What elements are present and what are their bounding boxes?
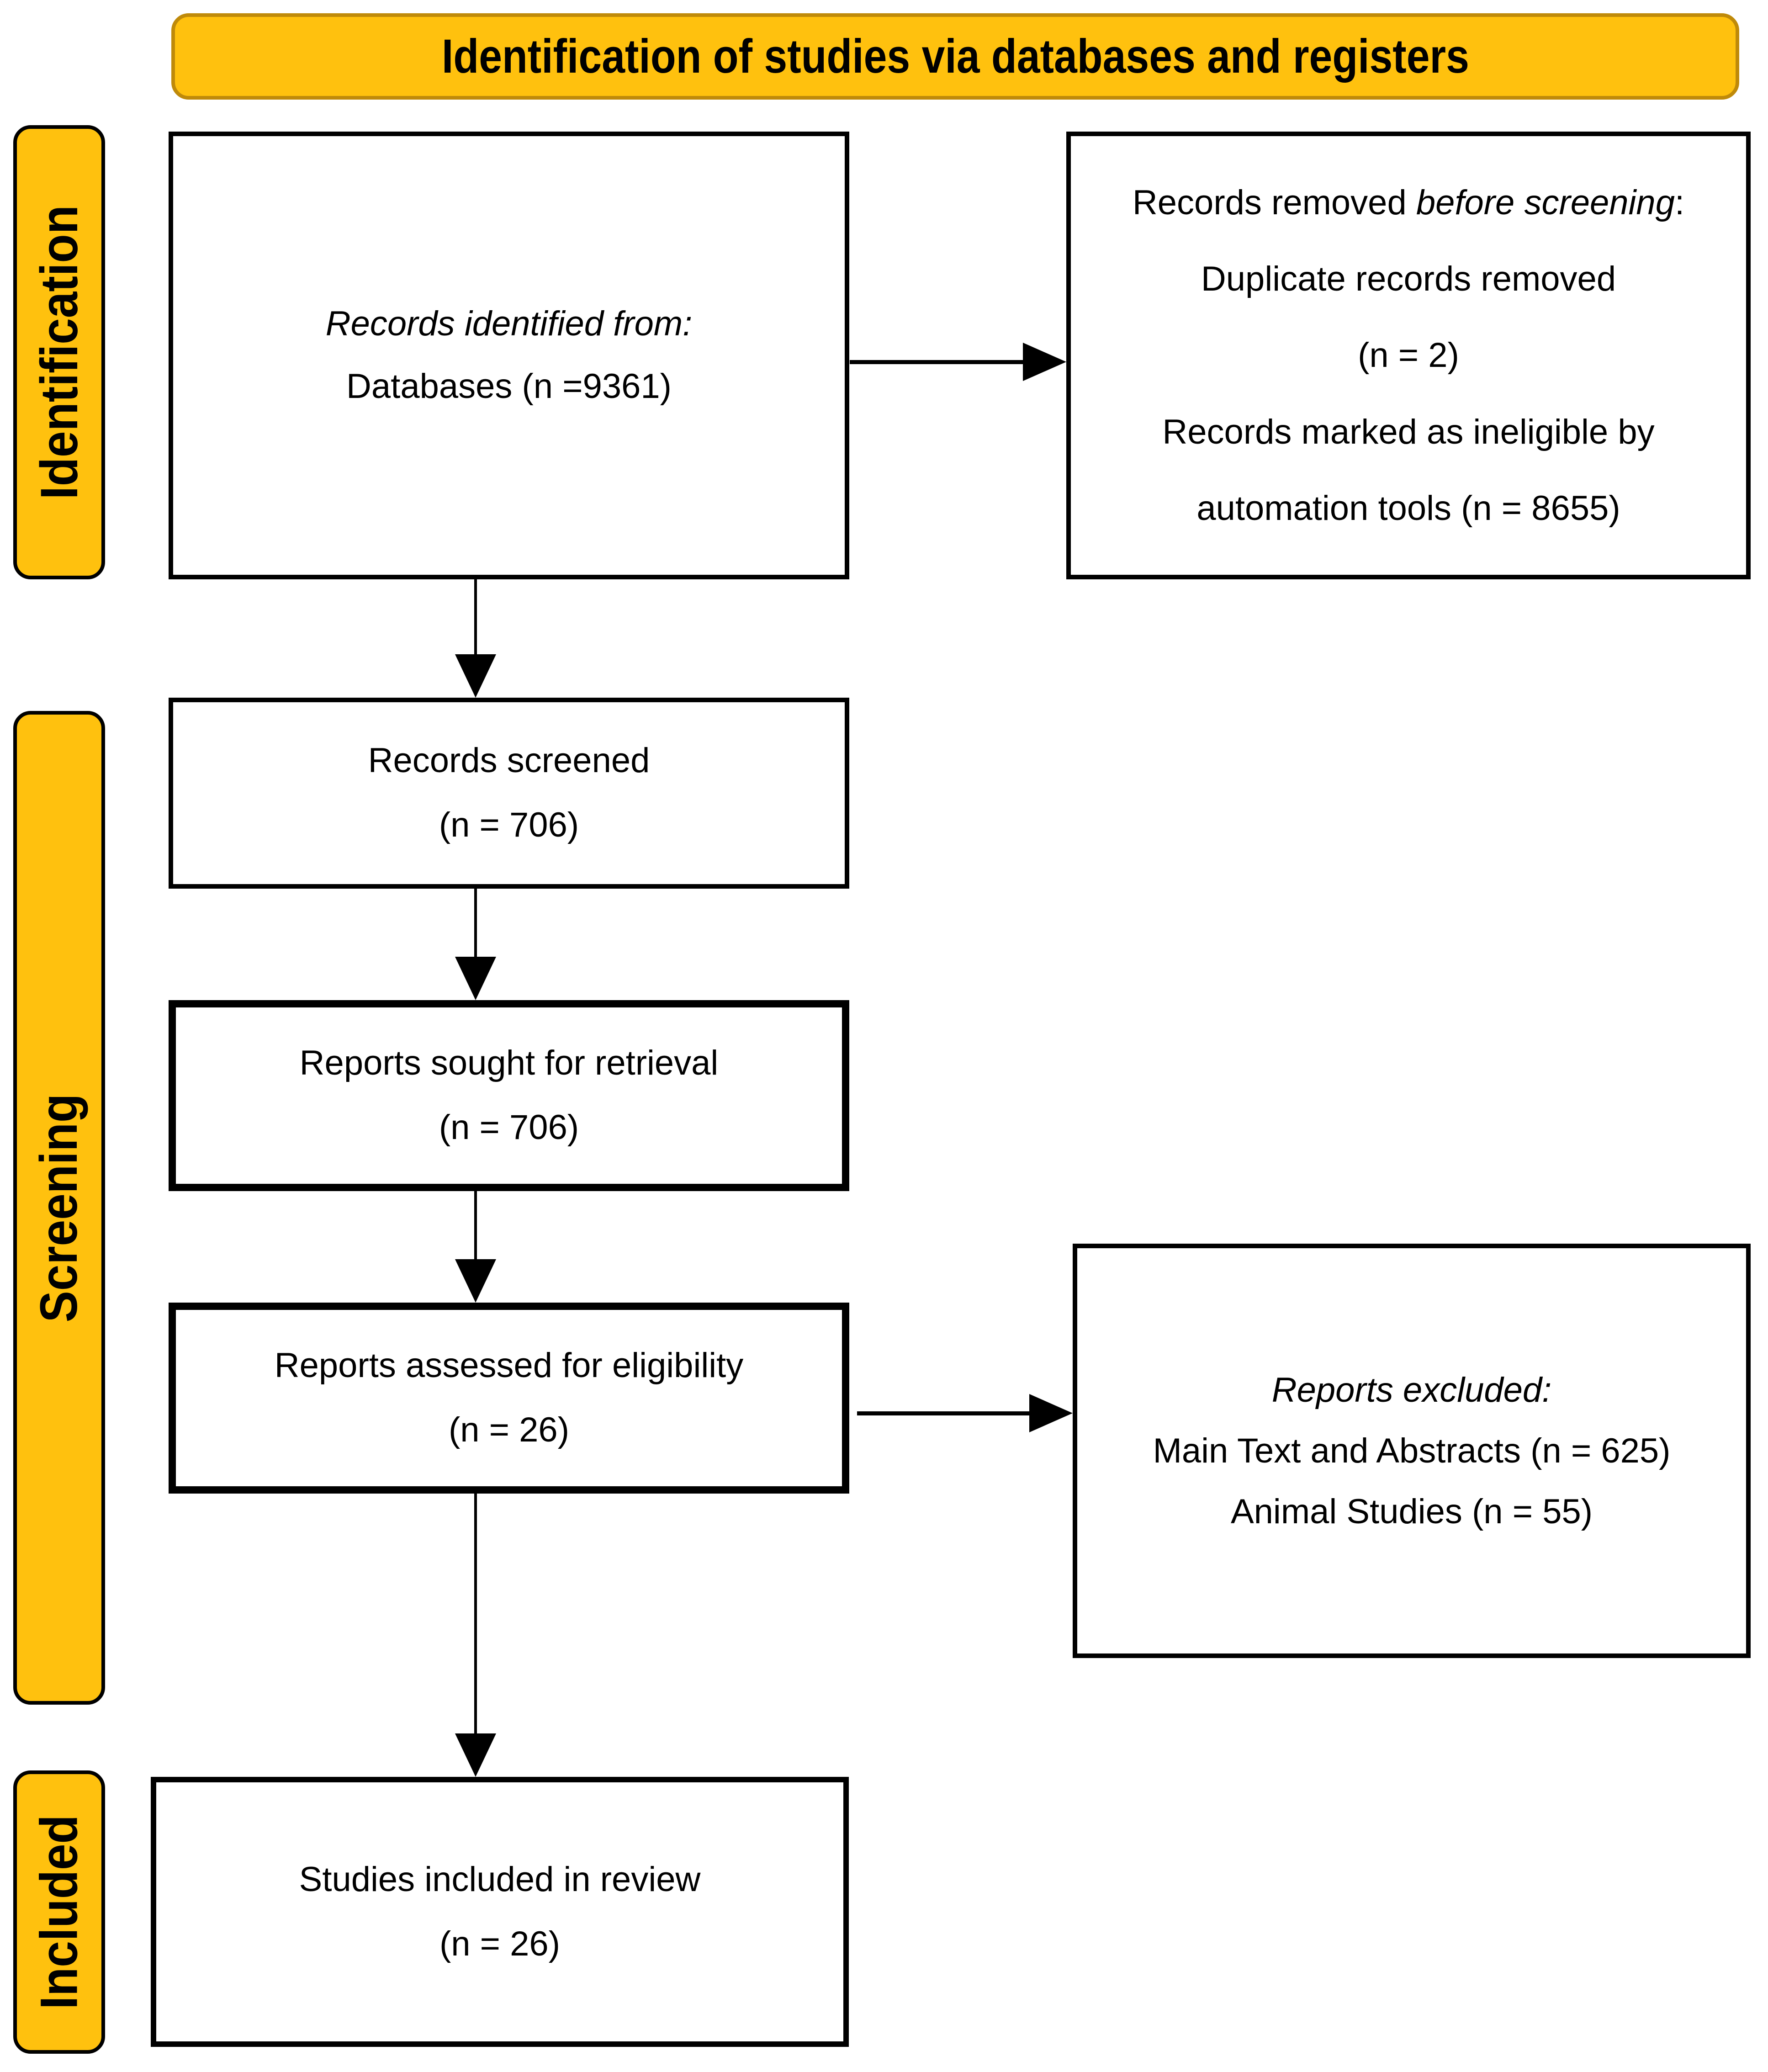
box-records-identified: Records identified from: Databases (n =9… — [169, 132, 849, 579]
studies-included-title: Studies included in review — [299, 1860, 701, 1899]
reports-assessed-title: Reports assessed for eligibility — [274, 1346, 744, 1385]
records-screened-count: (n = 706) — [439, 805, 579, 844]
records-ineligible-line2: automation tools (n = 8655) — [1196, 488, 1620, 528]
box-reports-excluded: Reports excluded: Main Text and Abstract… — [1073, 1244, 1751, 1658]
records-identified-count: Databases (n =9361) — [346, 367, 672, 406]
sidebar-identification: Identification — [13, 125, 105, 579]
arrow-shaft — [474, 1494, 477, 1737]
arrow-right-head — [1023, 343, 1066, 381]
arrow-right-head — [1029, 1394, 1073, 1432]
box-studies-included: Studies included in review (n = 26) — [151, 1777, 849, 2047]
box-records-screened: Records screened (n = 706) — [169, 698, 849, 889]
arrow-down-head — [455, 654, 496, 698]
arrow-assessed-to-included — [455, 1494, 496, 1777]
reports-sought-count: (n = 706) — [439, 1108, 579, 1147]
arrow-shaft — [474, 1191, 477, 1262]
records-identified-title: Records identified from: — [325, 304, 693, 344]
reports-assessed-count: (n = 26) — [448, 1410, 570, 1449]
arrow-shaft — [850, 360, 1025, 364]
studies-included-count: (n = 26) — [439, 1924, 561, 1963]
banner-identification-of-studies: Identification of studies via databases … — [171, 13, 1739, 100]
reports-sought-title: Reports sought for retrieval — [299, 1044, 719, 1083]
sidebar-screening-label: Screening — [30, 1093, 89, 1322]
box-reports-assessed: Reports assessed for eligibility (n = 26… — [169, 1303, 849, 1494]
records-ineligible-line1: Records marked as ineligible by — [1162, 412, 1655, 451]
sidebar-included: Included — [13, 1770, 105, 2054]
arrow-shaft — [857, 1411, 1032, 1415]
reports-excluded-animal-studies: Animal Studies (n = 55) — [1230, 1492, 1593, 1531]
sidebar-identification-label: Identification — [30, 205, 89, 500]
reports-excluded-title: Reports excluded: — [1271, 1371, 1552, 1410]
arrow-identified-to-removed — [850, 343, 1066, 381]
sidebar-included-label: Included — [30, 1815, 89, 2009]
arrow-shaft — [474, 889, 477, 960]
records-screened-title: Records screened — [368, 741, 650, 780]
arrow-screened-to-sought — [455, 889, 496, 1000]
arrow-assessed-to-excluded — [857, 1394, 1073, 1432]
box-reports-sought: Reports sought for retrieval (n = 706) — [169, 1000, 849, 1191]
duplicate-records-count: (n = 2) — [1358, 336, 1459, 375]
records-removed-title: Records removed before screening: — [1132, 183, 1685, 223]
duplicate-records-removed: Duplicate records removed — [1201, 260, 1616, 299]
box-records-removed-before-screening: Records removed before screening: Duplic… — [1066, 132, 1751, 579]
arrow-down-head — [455, 1733, 496, 1777]
sidebar-screening: Screening — [13, 711, 105, 1705]
reports-excluded-main-text: Main Text and Abstracts (n = 625) — [1153, 1431, 1671, 1470]
arrow-down-head — [455, 957, 496, 1000]
banner-label: Identification of studies via databases … — [441, 29, 1469, 83]
arrow-shaft — [474, 579, 477, 657]
arrow-sought-to-assessed — [455, 1191, 496, 1303]
arrow-identified-to-screened — [455, 579, 496, 698]
arrow-down-head — [455, 1259, 496, 1303]
